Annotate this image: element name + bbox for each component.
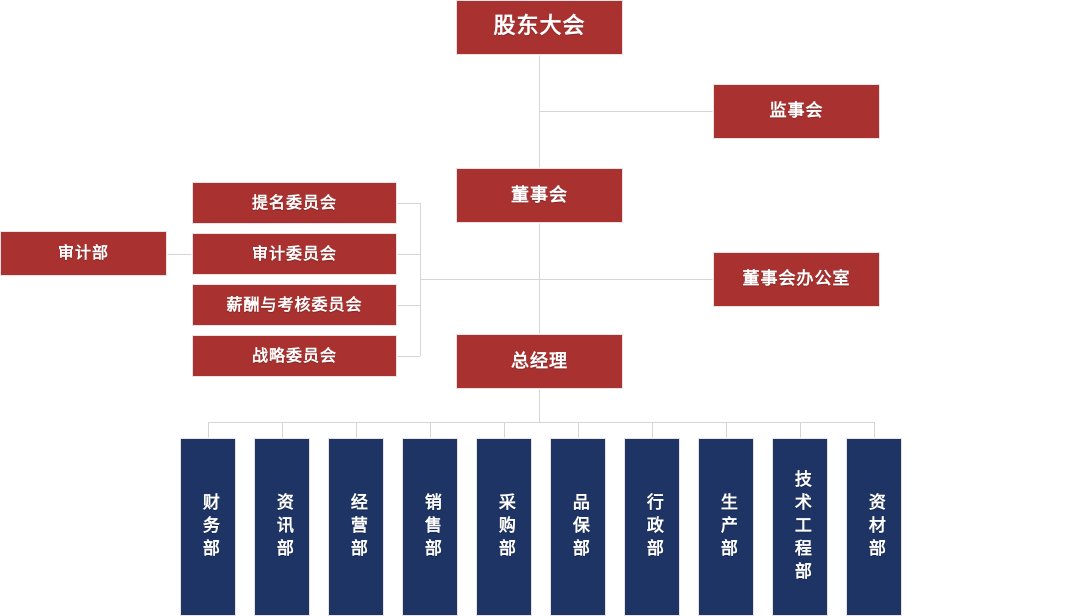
committee-nomination-committee[interactable]: 提名委员会 [192,182,397,224]
department-materials-department[interactable]: 资材部 [846,438,902,616]
node-label: 审计委员会 [251,243,337,263]
department-operations-department[interactable]: 经营部 [328,438,384,616]
department-sales-department[interactable]: 销售部 [402,438,458,616]
connector-spine-manager-to-departments [539,389,540,422]
department-purchasing-department[interactable]: 采购部 [476,438,532,616]
node-label: 采购部 [494,492,515,562]
connector-branch-to-board-office [539,279,713,280]
connector-stub-strategy [397,356,420,357]
node-label: 总经理 [511,350,568,372]
node-board-of-supervisors[interactable]: 监事会 [713,84,880,139]
node-label: 生产部 [716,492,737,562]
node-label: 资材部 [864,492,885,562]
node-general-manager[interactable]: 总经理 [456,334,623,389]
node-shareholders-meeting[interactable]: 股东大会 [456,0,623,55]
node-label: 董事会办公室 [742,268,851,289]
node-label: 资讯部 [272,492,293,562]
node-label: 股东大会 [493,14,586,40]
committee-audit-committee[interactable]: 审计委员会 [192,233,397,275]
node-label: 技术工程部 [790,469,811,585]
node-label: 行政部 [642,492,663,562]
connector-committee-riser [420,203,421,356]
node-label: 经营部 [346,492,367,562]
connector-drop-quality [578,422,579,438]
node-label: 品保部 [568,492,589,562]
node-label: 财务部 [198,492,219,562]
connector-drop-operations [356,422,357,438]
connector-department-bus [208,422,874,423]
connector-drop-sales [430,422,431,438]
connector-drop-finance [208,422,209,438]
node-label: 战略委员会 [251,345,337,365]
connector-drop-production [726,422,727,438]
connector-branch-to-supervisors [539,111,713,112]
connector-drop-administration [652,422,653,438]
connector-drop-information [282,422,283,438]
connector-stub-audit-committee [397,254,420,255]
connector-stub-nomination [397,203,420,204]
node-label: 董事会 [511,184,568,206]
department-administration-department[interactable]: 行政部 [624,438,680,616]
node-label: 销售部 [420,492,441,562]
connector-stub-remuneration [397,305,420,306]
connector-drop-purchasing [504,422,505,438]
connector-drop-materials [874,422,875,438]
committee-strategy-committee[interactable]: 战略委员会 [192,335,397,377]
department-technical-engineering-department[interactable]: 技术工程部 [772,438,828,616]
department-information-department[interactable]: 资讯部 [254,438,310,616]
connector-drop-technical [800,422,801,438]
connector-link-audit-dept-to-committee [167,254,192,255]
department-production-department[interactable]: 生产部 [698,438,754,616]
connector-spine-board-to-manager [539,223,540,334]
department-finance-department[interactable]: 财务部 [180,438,236,616]
node-board-of-directors[interactable]: 董事会 [456,168,623,223]
committee-remuneration-appraisal-committee[interactable]: 薪酬与考核委员会 [192,284,397,326]
node-label: 审计部 [57,243,109,263]
connector-branch-committees-to-spine [420,279,539,280]
node-board-office[interactable]: 董事会办公室 [713,252,880,307]
node-label: 提名委员会 [251,192,337,212]
department-quality-assurance-department[interactable]: 品保部 [550,438,606,616]
node-label: 薪酬与考核委员会 [226,294,363,314]
node-label: 监事会 [769,100,824,121]
node-audit-department[interactable]: 审计部 [0,231,167,276]
